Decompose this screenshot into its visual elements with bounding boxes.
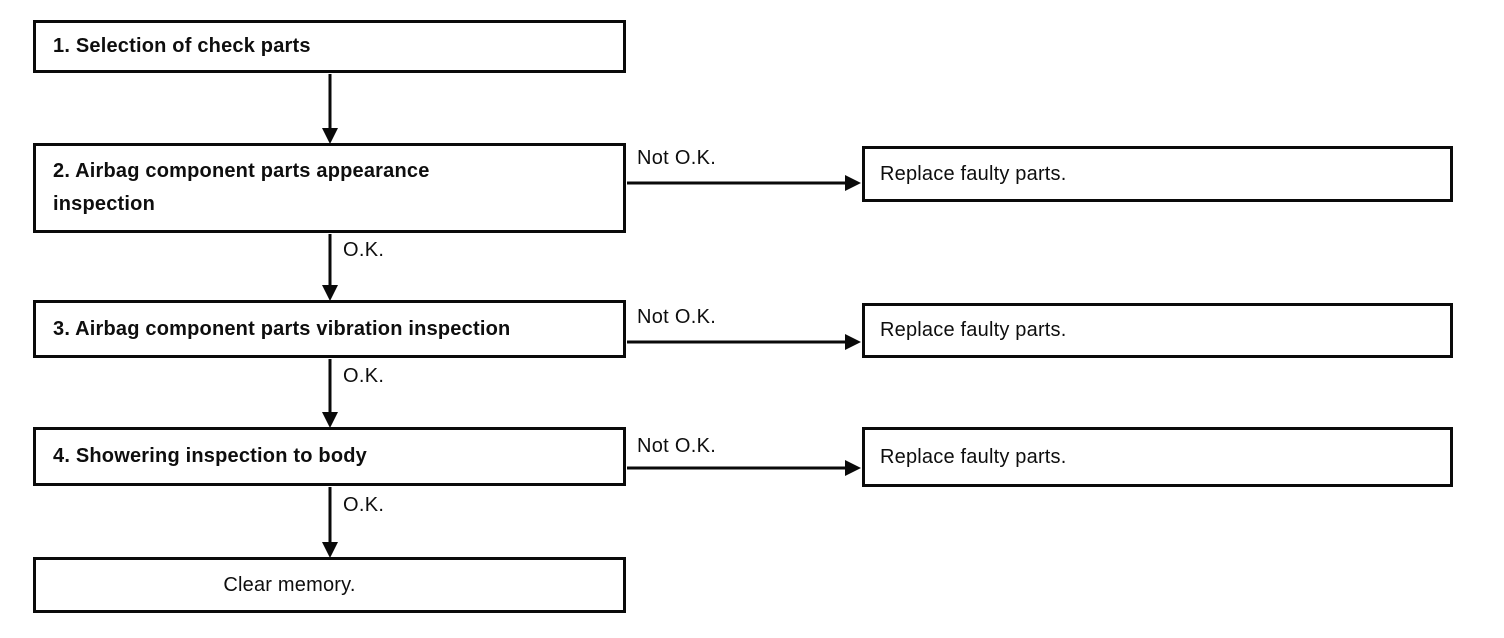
step1-box: 1. Selection of check parts xyxy=(33,20,626,73)
arrow-step4-to-replace3 xyxy=(627,460,861,476)
step4-label: 4. Showering inspection to body xyxy=(53,445,367,467)
step3-box: 3. Airbag component parts vibration insp… xyxy=(33,300,626,358)
not-ok-label-2: Not O.K. xyxy=(637,306,717,328)
replace-parts-box-2: Replace faulty parts. xyxy=(862,303,1453,358)
final-box: Clear memory. xyxy=(33,557,626,613)
ok-label-3: O.K. xyxy=(343,494,385,516)
ok-label-2: O.K. xyxy=(343,365,385,387)
step2-box: 2. Airbag component parts appearance ins… xyxy=(33,143,626,233)
step2-label: 2. Airbag component parts appearance ins… xyxy=(53,160,430,215)
replace-parts-label-3: Replace faulty parts. xyxy=(880,445,1067,468)
ok-label-1: O.K. xyxy=(343,239,385,261)
step1-label: 1. Selection of check parts xyxy=(53,35,311,57)
replace-parts-label-1: Replace faulty parts. xyxy=(880,162,1067,185)
arrow-step3-to-step4 xyxy=(322,359,338,428)
not-ok-label-3: Not O.K. xyxy=(637,435,717,457)
arrow-step4-to-final xyxy=(322,487,338,558)
arrow-step2-to-replace1 xyxy=(627,175,861,191)
arrow-step2-to-step3 xyxy=(322,234,338,301)
not-ok-label-1: Not O.K. xyxy=(637,147,717,169)
replace-parts-label-2: Replace faulty parts. xyxy=(880,319,1067,341)
step4-box: 4. Showering inspection to body xyxy=(33,427,626,486)
replace-parts-box-3: Replace faulty parts. xyxy=(862,427,1453,487)
final-label: Clear memory. xyxy=(223,573,356,596)
arrow-step1-to-step2 xyxy=(322,74,338,144)
replace-parts-box-1: Replace faulty parts. xyxy=(862,146,1453,202)
arrow-step3-to-replace2 xyxy=(627,334,861,350)
step3-label: 3. Airbag component parts vibration insp… xyxy=(53,317,511,340)
